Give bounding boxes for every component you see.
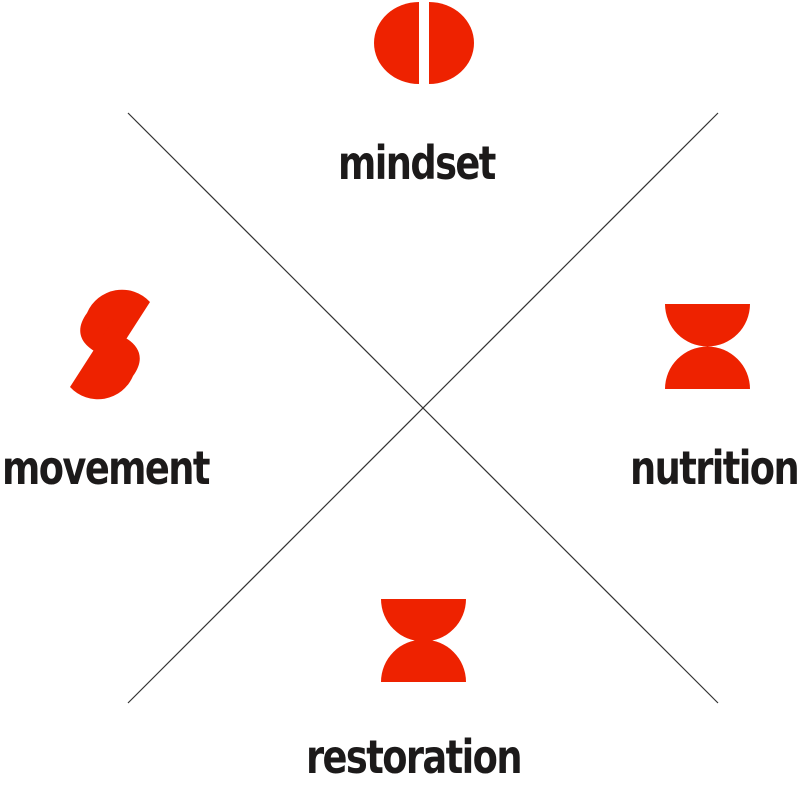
- restoration-label: restoration: [306, 730, 523, 784]
- s-curve-icon: [70, 289, 150, 400]
- divider-line-ascending: [127, 112, 719, 704]
- hourglass-icon: [381, 599, 466, 682]
- nutrition-label: nutrition: [629, 441, 800, 495]
- movement-label: movement: [2, 441, 210, 495]
- split-circle-icon: [374, 2, 474, 84]
- stacked-bowls-icon: [665, 304, 750, 389]
- mindset-label: mindset: [338, 136, 496, 190]
